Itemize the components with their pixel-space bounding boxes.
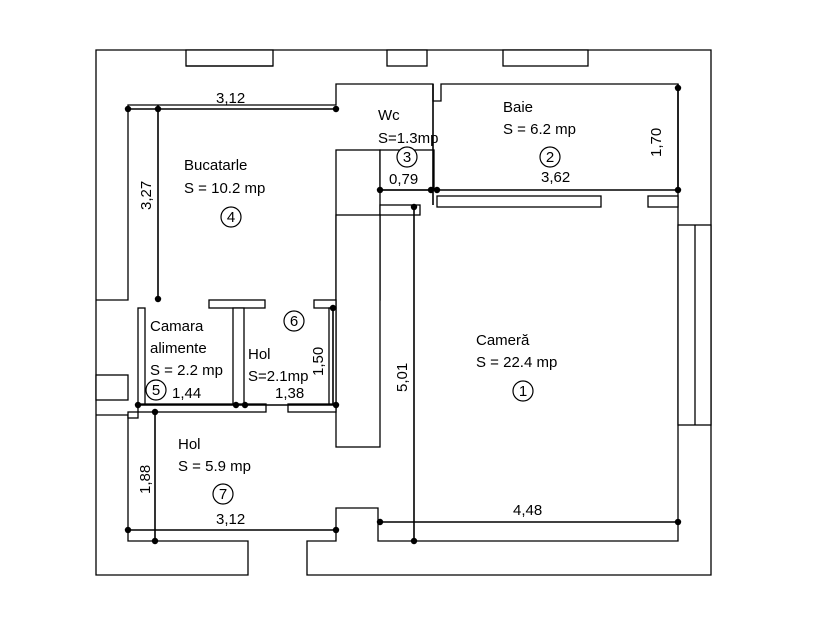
dim-hall-width: 3,12 <box>216 511 245 528</box>
dim-bath-height: 1,70 <box>648 128 665 157</box>
room-number: 2 <box>546 149 554 166</box>
dim-wc-width: 0,79 <box>389 171 418 188</box>
dim-pantry-width: 1,44 <box>172 385 201 402</box>
room-kitchen: Bucatarle S = 10.2 mp 4 <box>184 157 265 228</box>
room-area: S = 10.2 mp <box>184 180 265 197</box>
dim-small-hall-height: 1,50 <box>310 347 327 376</box>
room-area: S = 5.9 mp <box>178 458 251 475</box>
room-name: Wc <box>378 107 400 124</box>
dim-kitchen-height: 3,27 <box>138 181 155 210</box>
exterior-wall <box>95 49 712 576</box>
room-name: Baie <box>503 99 533 116</box>
room-name: Hol <box>178 436 201 453</box>
dim-hall-height: 1,88 <box>137 465 154 494</box>
dim-small-hall-width: 1,38 <box>275 385 304 402</box>
room-main: Cameră S = 22.4 mp 1 <box>476 332 557 402</box>
room-number: 7 <box>219 486 227 503</box>
room-number: 5 <box>152 382 160 399</box>
room-bath: Baie S = 6.2 mp 2 <box>503 99 576 168</box>
dim-room-height: 5,01 <box>394 363 411 392</box>
room-number: 4 <box>227 209 235 226</box>
windows <box>95 49 712 426</box>
room-area: S = 6.2 mp <box>503 121 576 138</box>
dim-kitchen-width: 3,12 <box>216 90 245 107</box>
room-number: 3 <box>403 149 411 166</box>
room-hall: Hol S = 5.9 mp 7 <box>178 436 251 505</box>
room-wc: Wc S=1.3mp 3 <box>378 107 438 168</box>
room-name-line2: alimente <box>150 340 207 357</box>
room-name: Hol <box>248 346 271 363</box>
dim-room-width: 4,48 <box>513 502 542 519</box>
room-area: S=1.3mp <box>378 130 438 147</box>
room-pantry: Camara alimente S = 2.2 mp 5 <box>145 318 223 401</box>
dimension-labels: 3,12 3,27 1,70 0,79 3,62 1,44 1,38 1,50 … <box>137 90 665 528</box>
room-number: 1 <box>519 383 527 400</box>
room-name: Camara <box>150 318 204 335</box>
interior-walls <box>127 149 679 448</box>
dimension-lines <box>128 84 679 541</box>
room-area: S = 2.2 mp <box>150 362 223 379</box>
room-small-hall: Hol S=2.1mp 6 <box>248 310 308 385</box>
room-name: Bucatarle <box>184 157 247 174</box>
room-number: 6 <box>290 313 298 330</box>
room-area: S=2.1mp <box>248 368 308 385</box>
room-area: S = 22.4 mp <box>476 354 557 371</box>
dim-bath-width: 3,62 <box>541 169 570 186</box>
dimension-dots <box>124 84 682 545</box>
room-name: Cameră <box>476 332 530 349</box>
